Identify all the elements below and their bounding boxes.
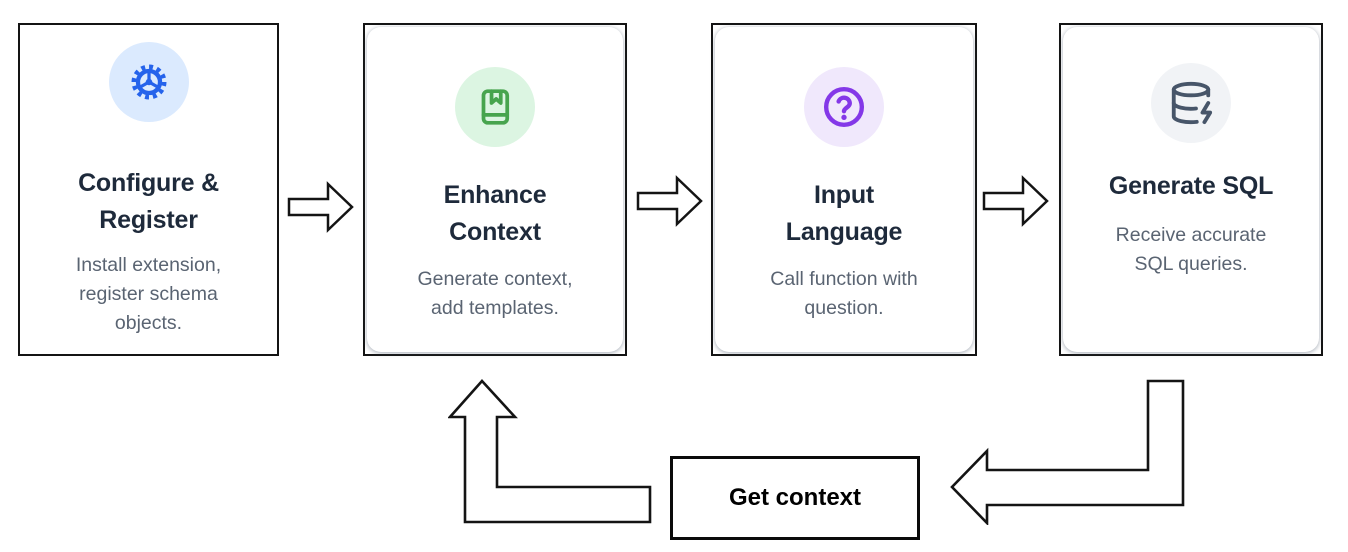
database-icon-circle (1151, 63, 1231, 143)
flow-arrow-right-icon (982, 175, 1049, 227)
flow-arrow-right-icon (287, 181, 354, 233)
step-card-enhance-context: Enhance Context Generate context, add te… (363, 23, 627, 356)
step-title: Input Language (785, 181, 903, 246)
get-context-label: Get context (728, 484, 862, 511)
step-description: Call function with question. (770, 268, 918, 319)
step-card-input-language: Input Language Call function with questi… (711, 23, 977, 356)
database-zap-icon (1171, 81, 1213, 125)
feedback-arrow-up-icon (448, 379, 652, 524)
step-description: Install extension, register schema objec… (75, 254, 222, 334)
book-bookmark-icon (481, 89, 510, 125)
step-description: Generate context, add templates. (417, 268, 573, 319)
get-context-label-box: Get context (670, 456, 920, 540)
help-circle-icon (823, 86, 865, 128)
step-card-configure-register: Configure & Register Install extension, … (18, 23, 279, 356)
step-title: Enhance Context (443, 181, 547, 246)
help-icon-circle (804, 67, 884, 147)
step-description: Receive accurate SQL queries. (1115, 224, 1267, 275)
gear-icon-circle (108, 42, 189, 122)
gear-icon (131, 64, 166, 100)
book-icon-circle (455, 67, 535, 147)
feedback-arrow-left-icon (950, 379, 1185, 525)
step-title: Configure & Register (78, 169, 219, 234)
step-card-generate-sql: Generate SQL Receive accurate SQL querie… (1059, 23, 1323, 356)
flow-arrow-right-icon (636, 175, 703, 227)
step-title: Generate SQL (1108, 172, 1274, 200)
